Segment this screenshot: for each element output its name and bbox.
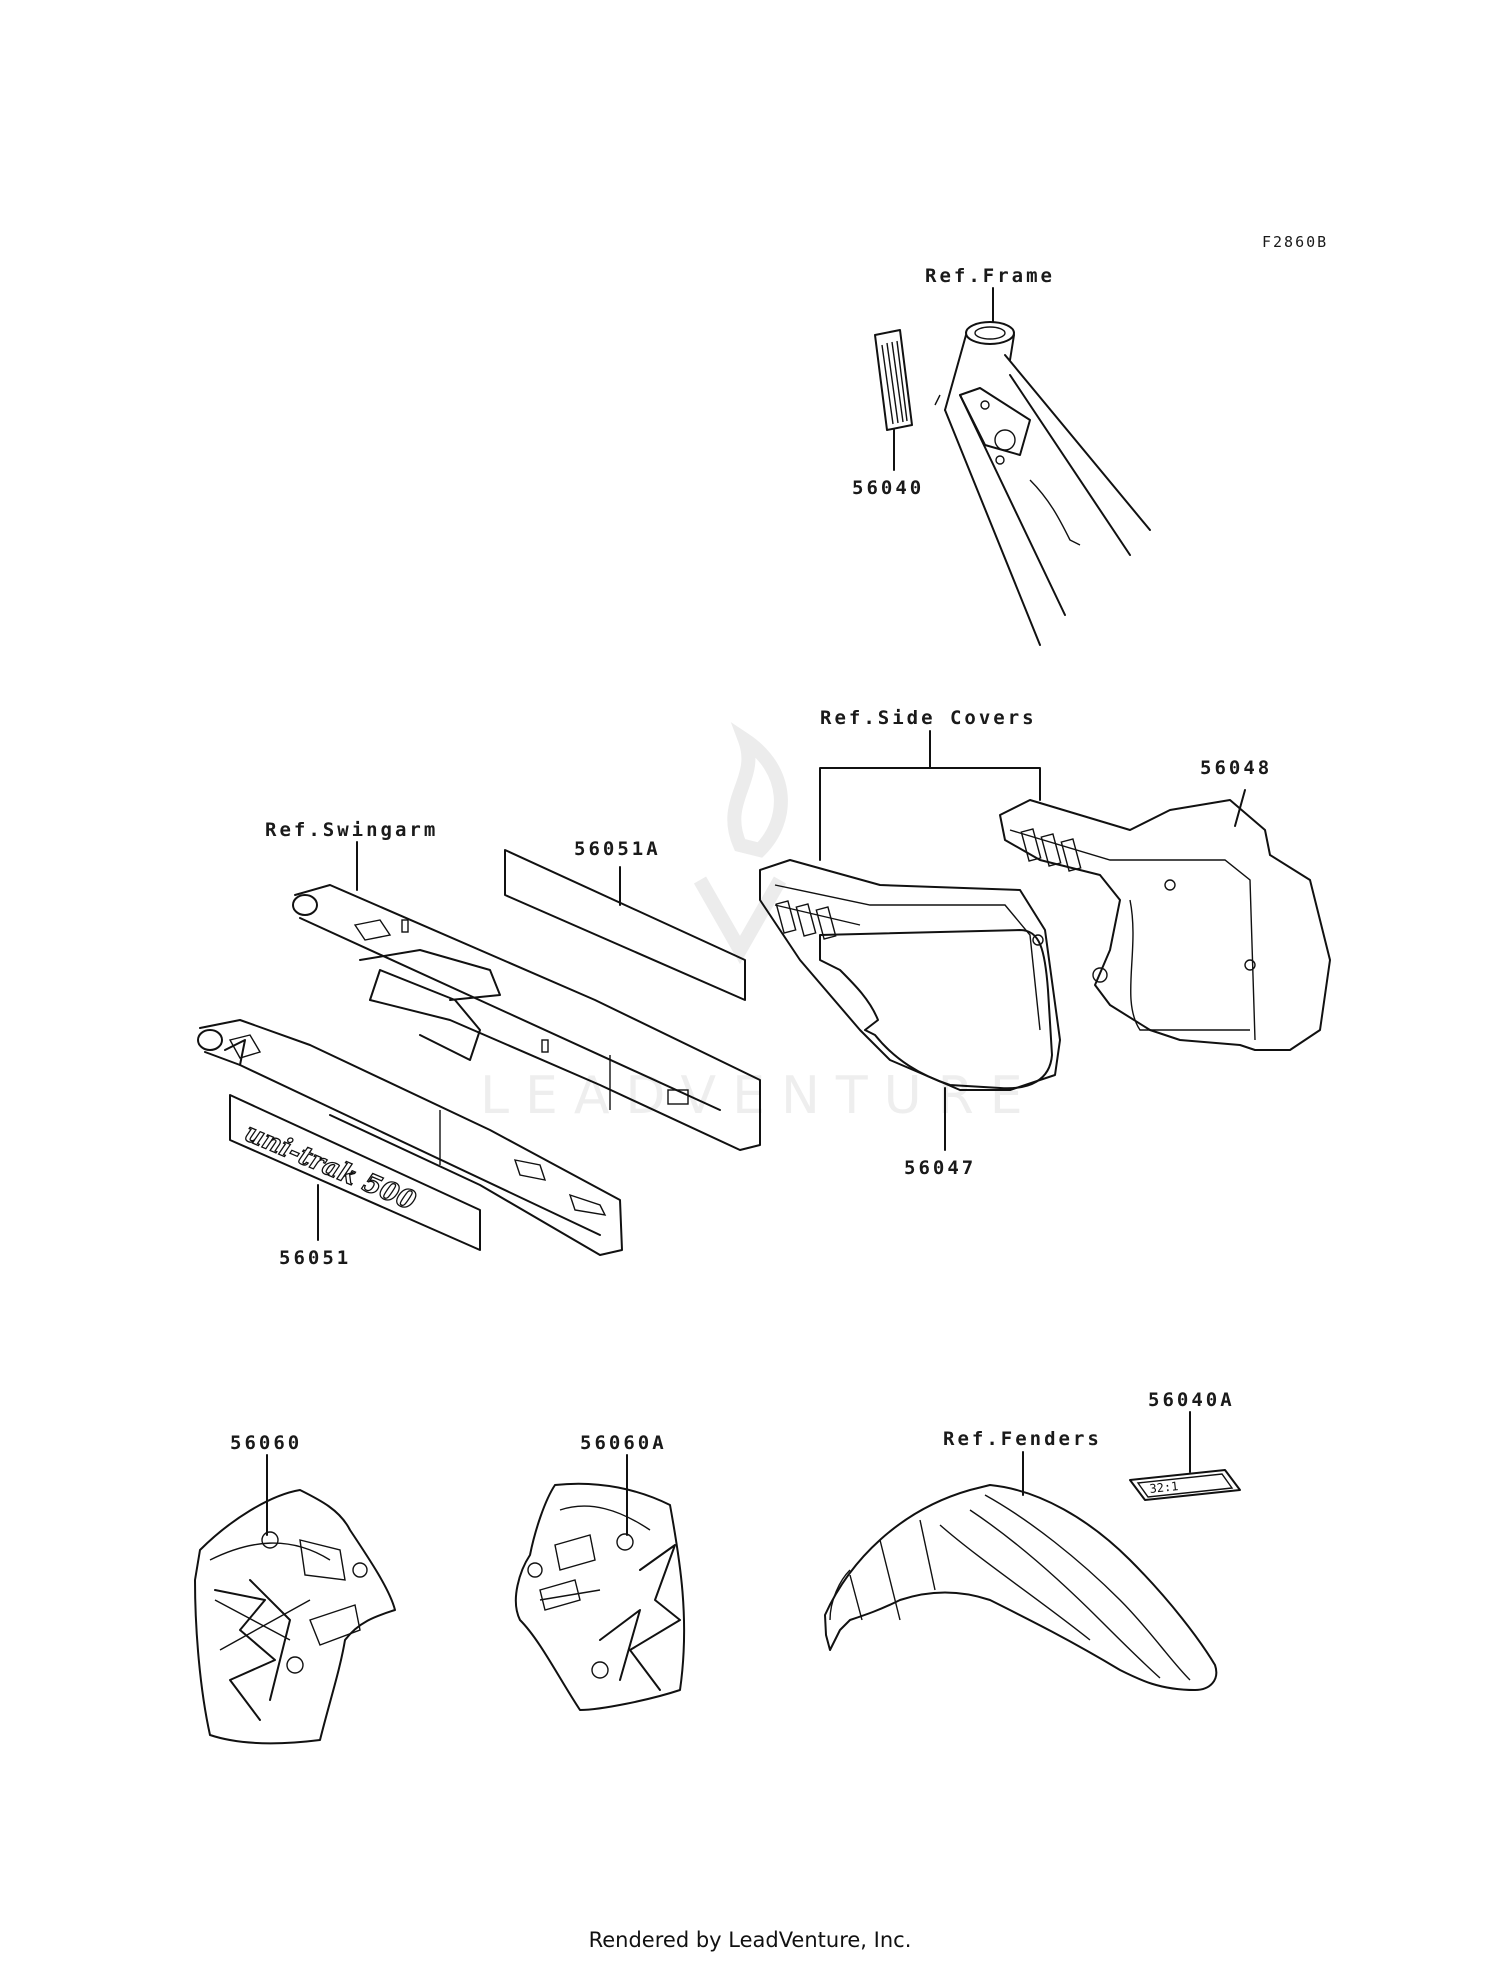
- ref-fenders-label[interactable]: Ref.Fenders: [943, 1428, 1102, 1450]
- part-56048-label[interactable]: 56048: [1200, 757, 1272, 779]
- decal-56051A[interactable]: [504, 849, 746, 1001]
- decal-56051-text: uni-trak 500: [240, 1118, 420, 1217]
- decal-56040A-text: 32:1: [1149, 1479, 1179, 1496]
- part-56040A-label[interactable]: 56040A: [1148, 1389, 1235, 1411]
- decal-56040A[interactable]: 32:1: [1129, 1469, 1241, 1501]
- side-cover-left: [759, 859, 1061, 1091]
- ref-side-covers-label[interactable]: Ref.Side Covers: [820, 707, 1037, 729]
- footer-credit: Rendered by LeadVenture, Inc.: [588, 1928, 912, 1952]
- swingarm: [197, 884, 761, 1256]
- number-plate-56060A[interactable]: 56060A: [514, 1432, 686, 1711]
- part-56040-label[interactable]: 56040: [852, 477, 924, 499]
- part-56047-label[interactable]: 56047: [904, 1157, 976, 1179]
- part-56051A-label[interactable]: 56051A: [574, 838, 661, 860]
- decal-56040[interactable]: [874, 329, 913, 431]
- part-56060-label[interactable]: 56060: [230, 1432, 302, 1454]
- swingarm-group: Ref.Swingarm 56051A: [197, 819, 761, 1269]
- side-cover-right: [999, 799, 1331, 1051]
- part-56051-label[interactable]: 56051: [279, 1247, 351, 1269]
- number-plate-56060[interactable]: 56060: [194, 1432, 396, 1745]
- part-56060A-label[interactable]: 56060A: [580, 1432, 667, 1454]
- figure-code: F2860B: [1262, 233, 1328, 251]
- ref-swingarm-label[interactable]: Ref.Swingarm: [265, 819, 438, 841]
- frame-group: Ref.Frame 56040: [852, 265, 1151, 646]
- leadventure-watermark: LEADVENTURE: [480, 722, 1023, 1126]
- fender-group: Ref.Fenders 32:1 56040A: [824, 1389, 1241, 1691]
- side-covers-group: Ref.Side Covers 56047: [759, 707, 1331, 1179]
- front-fender: [824, 1484, 1218, 1691]
- ref-frame-label[interactable]: Ref.Frame: [925, 265, 1055, 287]
- decal-56047[interactable]: [819, 929, 1053, 1090]
